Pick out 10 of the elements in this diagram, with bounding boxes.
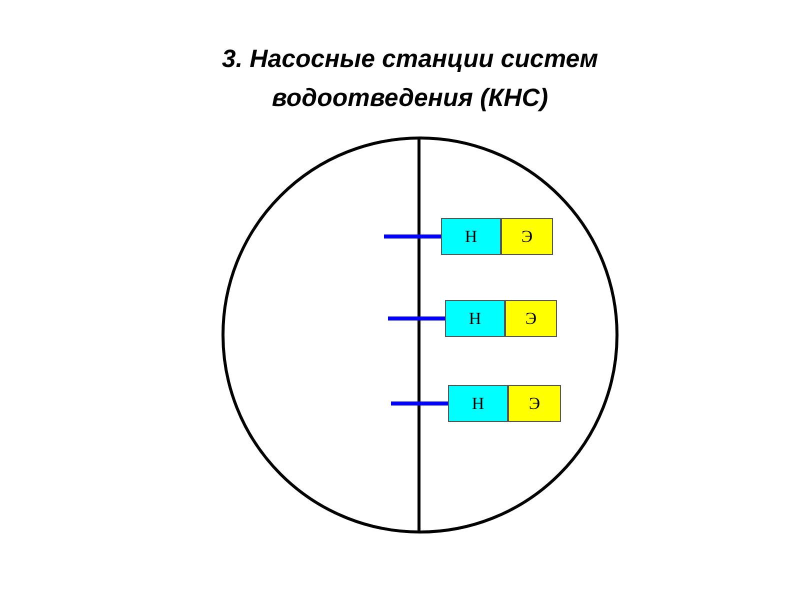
motor-box: Э <box>508 385 561 422</box>
pipe-line <box>384 234 441 238</box>
pump-box: Н <box>441 218 501 255</box>
pump-box: Н <box>448 385 508 422</box>
title: 3. Насосные станции систем водоотведения (КНС) <box>220 44 600 114</box>
motor-box: Э <box>505 300 557 337</box>
pump-box: Н <box>445 300 505 337</box>
pipe-line <box>388 316 445 320</box>
motor-box: Э <box>501 218 553 255</box>
pipe-line <box>391 402 448 406</box>
